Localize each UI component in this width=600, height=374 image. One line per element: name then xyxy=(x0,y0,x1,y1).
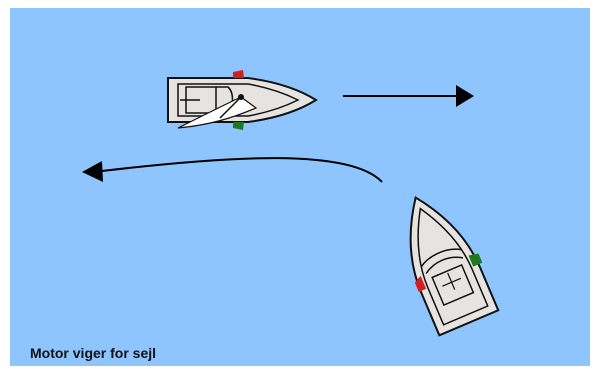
diagram-canvas xyxy=(10,8,590,366)
motorboat-icon xyxy=(384,183,502,336)
sailboat-icon xyxy=(168,70,316,130)
sailboat-mast xyxy=(238,94,244,100)
curved-arrow-left-icon xyxy=(82,158,382,182)
diagram-caption: Motor viger for sejl xyxy=(30,345,156,361)
starboard-light xyxy=(233,122,244,130)
arrow-right-icon xyxy=(343,85,474,107)
scene-svg xyxy=(10,8,590,366)
port-light xyxy=(233,70,244,78)
